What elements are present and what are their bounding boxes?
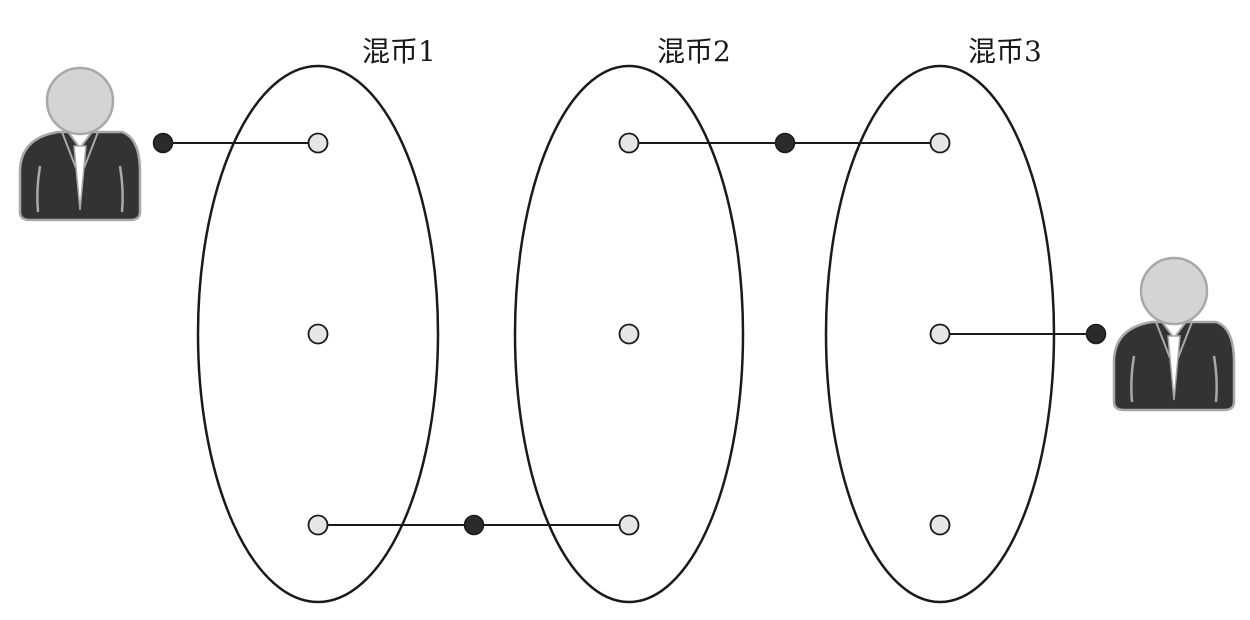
mixer-3-node-middle (929, 323, 951, 345)
mixer-1-node-middle (307, 323, 329, 345)
mixer-2-pool (513, 64, 745, 604)
receiver-junction-dot (1085, 323, 1107, 345)
mixer-1-node-bottom (307, 514, 329, 536)
mixer-1-label: 混币1 (362, 35, 436, 68)
sender-person-icon (18, 66, 142, 222)
mixer-3-node-top (929, 132, 951, 154)
mixer-1-node-top (307, 132, 329, 154)
mixer-2-label: 混币2 (657, 35, 731, 68)
mixer-2-node-middle (618, 323, 640, 345)
transfer-junction-dot (463, 514, 485, 536)
transfer-junction-dot (774, 132, 796, 154)
receiver-person-icon (1112, 256, 1236, 412)
mixer-2-node-bottom (618, 514, 640, 536)
mixer-2-node-top (618, 132, 640, 154)
mixer-3-label: 混币3 (968, 35, 1042, 68)
mixer-3-node-bottom (929, 514, 951, 536)
mixer-1-pool (196, 64, 440, 604)
sender-junction-dot (152, 132, 174, 154)
